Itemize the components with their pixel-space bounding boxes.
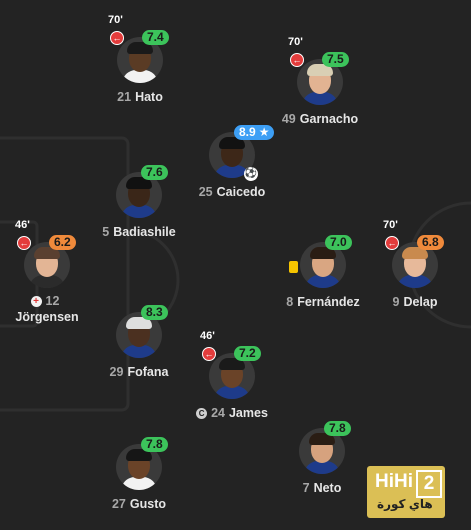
- substitution-minute: 46': [200, 330, 215, 342]
- rating-badge: 6.8: [417, 235, 444, 250]
- rating-value: 7.4: [147, 30, 164, 44]
- avatar-hair: [127, 42, 153, 54]
- star-icon: ★: [258, 125, 270, 139]
- player-avatar[interactable]: [24, 242, 70, 288]
- captain-icon: C: [196, 408, 208, 419]
- player-number: 29: [109, 365, 124, 379]
- rating-value: 8.3: [146, 305, 163, 319]
- substitution-out-icon: ←: [385, 236, 399, 250]
- rating-value: 7.8: [146, 437, 163, 451]
- player-number: 25: [198, 185, 213, 199]
- rating-badge: 6.2: [49, 235, 76, 250]
- rating-value: 7.8: [329, 421, 346, 435]
- avatar-hair: [307, 64, 333, 76]
- rating-value: 6.2: [54, 235, 71, 249]
- avatar-shirt: [29, 275, 65, 288]
- player-name: Gusto: [129, 497, 166, 511]
- player-number: 49: [281, 112, 296, 126]
- rating-value: 7.0: [330, 235, 347, 249]
- player-name: Hato: [135, 90, 163, 104]
- player-name: Fernández: [297, 295, 360, 309]
- player-avatar[interactable]: [299, 428, 345, 474]
- injury-icon: +: [30, 296, 42, 307]
- watermark-logo: HiHi 2 هاي كورة: [367, 466, 445, 518]
- avatar-shirt: [121, 477, 157, 490]
- player-name: Badiashile: [113, 225, 176, 239]
- player-number: 9: [392, 295, 400, 309]
- player-name: Garnacho: [299, 112, 359, 126]
- rating-badge: 7.8: [324, 421, 351, 436]
- player-name: Neto: [313, 481, 342, 495]
- substitution-minute: 70': [288, 36, 303, 48]
- avatar-hair: [126, 449, 152, 461]
- watermark-sub-text: هاي كورة: [377, 497, 433, 511]
- player-name: Fofana: [127, 365, 169, 379]
- rating-badge: 7.5: [322, 52, 349, 67]
- substitution-minute: 46': [15, 219, 30, 231]
- rating-value: 7.2: [239, 346, 256, 360]
- avatar-hair: [126, 317, 152, 329]
- avatar-shirt: [302, 92, 338, 105]
- player-avatar[interactable]: [392, 242, 438, 288]
- rating-value: 6.8: [422, 235, 439, 249]
- player-number: 24: [211, 406, 225, 420]
- avatar-shirt: [305, 275, 341, 288]
- rating-badge: 7.4: [142, 30, 169, 45]
- rating-value: 7.5: [327, 52, 344, 66]
- avatar-hair: [219, 358, 245, 370]
- substitution-out-icon: ←: [290, 53, 304, 67]
- avatar-shirt: [214, 386, 250, 399]
- avatar-hair: [219, 137, 245, 149]
- avatar-shirt: [214, 165, 250, 178]
- avatar-shirt: [121, 205, 157, 218]
- rating-value: 7.6: [146, 165, 163, 179]
- avatar-hair: [34, 247, 60, 259]
- avatar-hair: [402, 247, 428, 259]
- avatar-shirt: [397, 275, 433, 288]
- player-number: 27: [111, 497, 126, 511]
- avatar-shirt: [122, 70, 158, 83]
- watermark-main-text: HiHi: [375, 471, 413, 492]
- rating-badge: 7.8: [141, 437, 168, 452]
- avatar-shirt: [121, 345, 157, 358]
- player-name: James: [228, 406, 268, 420]
- substitution-out-icon: ←: [17, 236, 31, 250]
- player-number: 8: [286, 295, 294, 309]
- rating-badge: 7.2: [234, 346, 261, 361]
- avatar-shirt: [304, 461, 340, 474]
- rating-badge: 8.3: [141, 305, 168, 320]
- rating-badge: 7.6: [141, 165, 168, 180]
- player-number: 21: [117, 90, 132, 104]
- substitution-out-icon: ←: [110, 31, 124, 45]
- player-name: Jörgensen: [15, 310, 79, 324]
- substitution-minute: 70': [383, 219, 398, 231]
- rating-value: 8.9: [239, 125, 256, 139]
- player-number: 7: [302, 481, 310, 495]
- player-name: Delap: [403, 295, 438, 309]
- player-name: Caicedo: [216, 185, 266, 199]
- avatar-hair: [310, 247, 336, 259]
- player-number: 5: [102, 225, 110, 239]
- rating-badge: 8.9★: [234, 125, 275, 140]
- goal-icon: ⚽: [244, 167, 258, 181]
- avatar-hair: [126, 177, 152, 189]
- substitution-out-icon: ←: [202, 347, 216, 361]
- avatar-hair: [309, 433, 335, 445]
- player-number: 12: [45, 294, 60, 308]
- substitution-minute: 70': [108, 14, 123, 26]
- watermark-box-text: 2: [416, 470, 442, 498]
- yellow-card-icon: [289, 261, 298, 273]
- rating-badge: 7.0: [325, 235, 352, 250]
